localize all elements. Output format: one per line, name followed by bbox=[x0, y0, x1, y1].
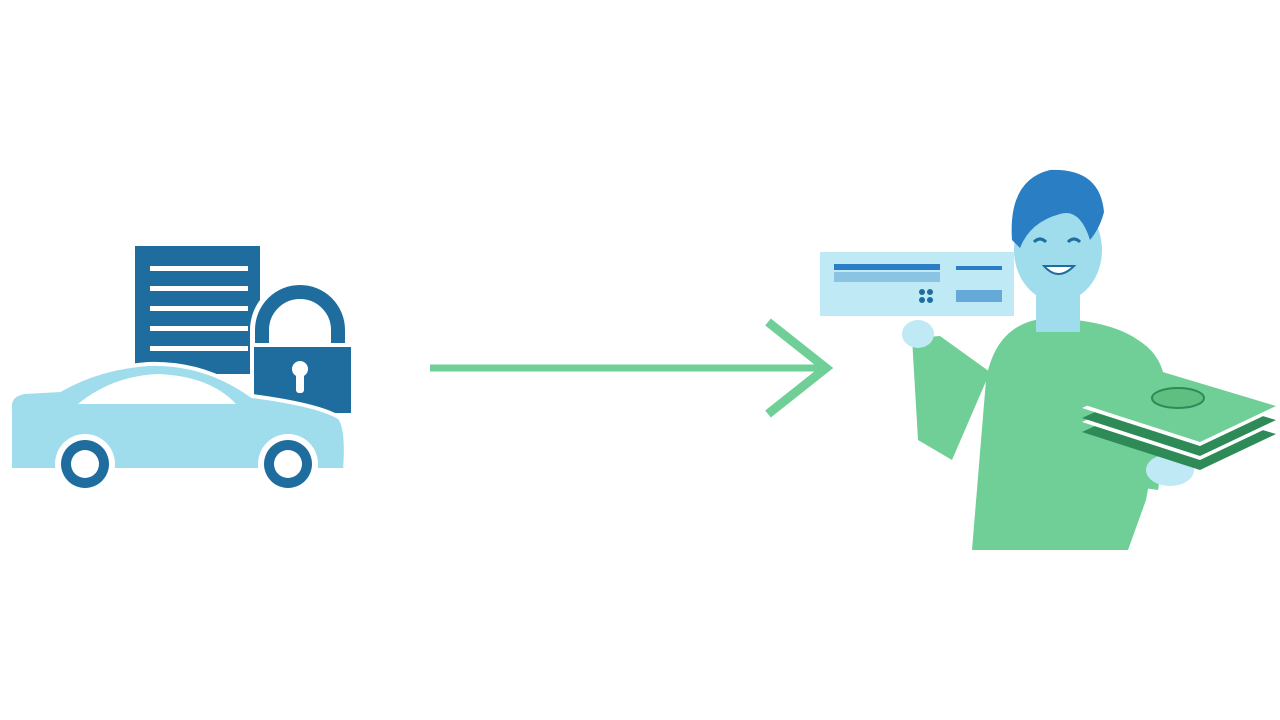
left-hand bbox=[902, 320, 934, 348]
hair bbox=[1011, 169, 1104, 248]
arrow-right-icon bbox=[430, 318, 834, 418]
smiling-man bbox=[902, 169, 1194, 550]
smile bbox=[1041, 265, 1077, 275]
document-icon bbox=[135, 246, 260, 374]
padlock-icon bbox=[250, 280, 354, 417]
left-arm bbox=[912, 336, 990, 460]
check-icon bbox=[820, 252, 1014, 316]
green-shirt bbox=[972, 318, 1165, 550]
car-icon bbox=[8, 361, 348, 494]
cash-stack-icon bbox=[1082, 370, 1276, 470]
